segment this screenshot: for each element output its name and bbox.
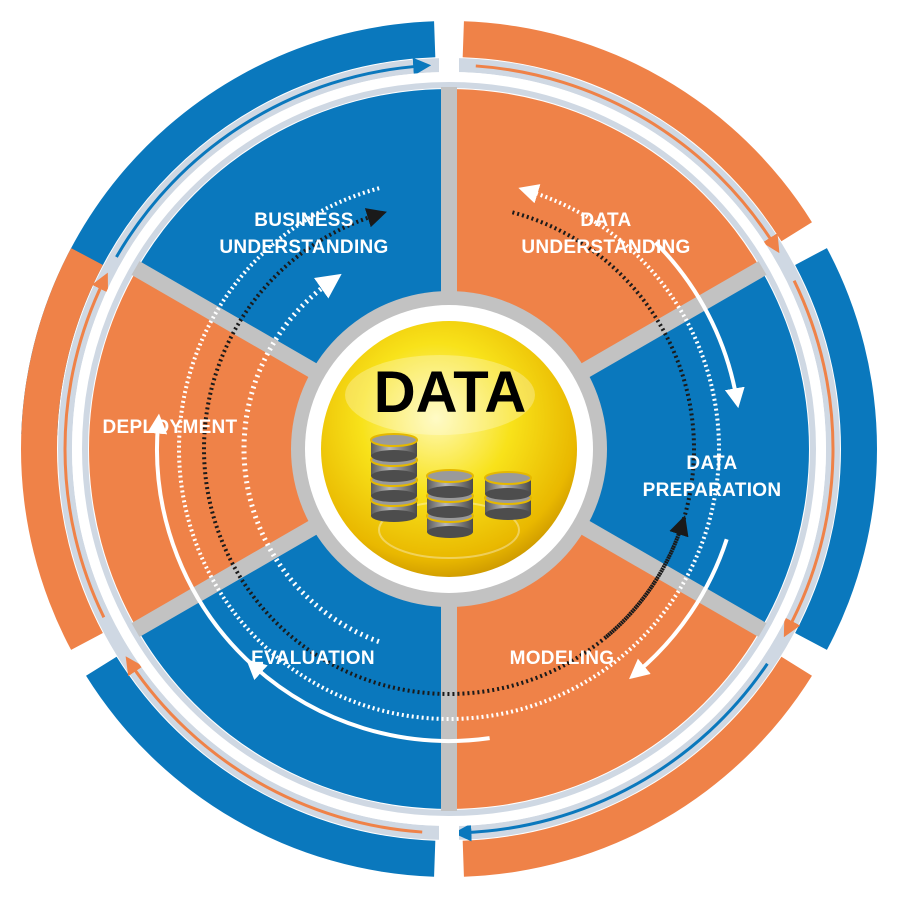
inner-light-ring: [82, 82, 816, 816]
separator-4: [131, 517, 324, 637]
arrow-evaluation-to-business-dotted: [241, 273, 380, 644]
outer-band-3: [462, 656, 812, 877]
arrow-understanding-to-preparation: [654, 241, 745, 409]
segment-deployment: [88, 269, 320, 629]
arrow-modeling-to-evaluation: [246, 659, 490, 743]
label-data-understanding-line-1: UNDERSTANDING: [521, 237, 690, 258]
segment-separators: [131, 87, 767, 811]
white-separator-ring: [72, 72, 826, 826]
outer-arrow-bottom-left: [125, 656, 423, 834]
arrow-preparation-to-modeling: [629, 538, 729, 680]
outer-band-0: [21, 21, 436, 436]
label-business-understanding-line-0: BUSINESS: [254, 210, 354, 231]
label-data-preparation-line-1: PREPARATION: [643, 480, 782, 501]
outer-arrow-right: [783, 280, 835, 638]
segment-business-understanding: [137, 88, 450, 374]
center-hub: DATA: [291, 291, 607, 607]
outer-gap-bottom: [439, 820, 459, 880]
segment-evaluation: [137, 524, 450, 809]
separator-1: [574, 261, 767, 381]
db-stack-right-disk-0: [484, 471, 532, 500]
label-business-understanding-line-1: UNDERSTANDING: [219, 237, 388, 258]
label-data-understanding-line-0: DATA: [580, 210, 631, 231]
outer-band-2: [795, 248, 877, 650]
separator-2: [574, 517, 767, 637]
label-evaluation-line-0: EVALUATION: [251, 648, 375, 669]
db-stack-left-disk-0: [370, 433, 418, 462]
center-title: DATA: [374, 360, 526, 425]
outer-band-4: [86, 656, 436, 877]
outer-arrow-left: [63, 272, 109, 618]
db-stack-middle-disk-0: [426, 469, 474, 498]
outer-arrow-top-right: [475, 64, 780, 254]
arrow-data-to-business-dotted: [202, 208, 696, 696]
outer-band-1: [462, 21, 812, 242]
outer-arrow-bottom-right: [453, 662, 769, 842]
label-deployment-line-0: DEPLOYMENT: [103, 417, 238, 438]
label-data-preparation-line-0: DATA: [686, 453, 737, 474]
arrow-evaluation-to-deployment: [147, 413, 255, 668]
phase-segments: [88, 88, 809, 809]
cycle-arrows: [147, 184, 745, 743]
segment-data-understanding: [449, 89, 761, 374]
hub-highlight: [345, 355, 535, 435]
outer-ring: [21, 18, 877, 880]
segment-modeling: [449, 524, 761, 809]
separator-5: [131, 261, 324, 381]
phase-labels: BUSINESS UNDERSTANDING DATA UNDERSTANDING DA…: [103, 210, 782, 669]
arrow-business-to-data-dotted: [177, 184, 721, 721]
label-modeling-line-0: MODELING: [510, 648, 615, 669]
outer-gap-top: [439, 18, 459, 78]
database-stack-icon: [370, 433, 532, 538]
outer-arrow-top: [115, 57, 432, 258]
outer-band-5: [21, 248, 103, 650]
